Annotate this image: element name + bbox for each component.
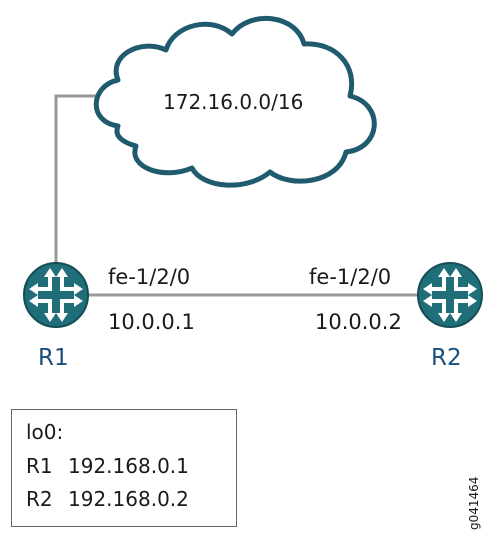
r2-address-label: 10.0.0.2 xyxy=(315,310,402,334)
r1-cloud-link xyxy=(54,94,104,262)
r1-address-label: 10.0.0.1 xyxy=(108,310,195,334)
router-r1-name: R1 xyxy=(38,345,69,371)
r2-interface-label: fe-1/2/0 xyxy=(309,265,392,289)
r1-interface-label: fe-1/2/0 xyxy=(108,265,191,289)
loopback-address: 192.168.0.1 xyxy=(68,454,189,478)
network-prefix-label: 172.16.0.0/16 xyxy=(163,90,304,114)
loopback-entry: R2 192.168.0.2 xyxy=(26,489,189,509)
loopback-router-name: R1 xyxy=(26,454,53,478)
router-icon xyxy=(417,262,483,328)
network-cloud-icon xyxy=(93,15,377,188)
loopback-legend: lo0: R1 192.168.0.1 R2 192.168.0.2 xyxy=(11,409,237,527)
loopback-title: lo0: xyxy=(26,420,64,444)
router-icon xyxy=(23,262,89,328)
router-r2-name: R2 xyxy=(431,345,462,371)
loopback-address: 192.168.0.2 xyxy=(68,487,189,511)
loopback-entry: R1 192.168.0.1 xyxy=(26,456,189,476)
loopback-router-name: R2 xyxy=(26,487,53,511)
figure-id: g041464 xyxy=(467,476,481,530)
